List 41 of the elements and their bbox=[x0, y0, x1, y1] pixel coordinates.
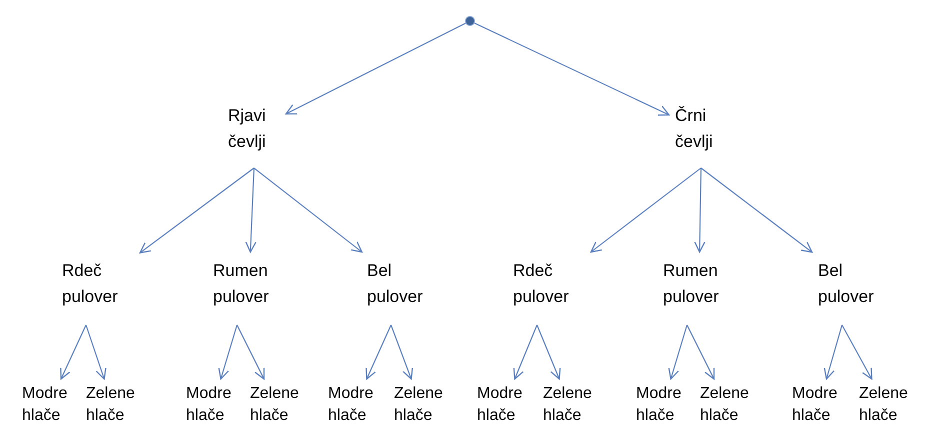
arrow bbox=[254, 168, 362, 253]
node-label: Zelene hlače bbox=[394, 384, 444, 426]
arrow bbox=[686, 324, 715, 380]
arrow bbox=[842, 324, 872, 380]
arrow bbox=[668, 324, 688, 380]
arrow bbox=[285, 22, 466, 114]
node-label: Zelene hlače bbox=[250, 384, 300, 426]
node-label: Zelene hlače bbox=[859, 384, 909, 426]
node-label: Zelene hlače bbox=[543, 384, 593, 426]
node-label: Modre hlače bbox=[636, 384, 682, 426]
node-label: Črni čevlji bbox=[675, 105, 714, 153]
arrow bbox=[390, 324, 414, 380]
arrow bbox=[366, 324, 392, 380]
node-label: Rdeč pulover bbox=[62, 260, 119, 308]
arrow bbox=[218, 324, 238, 380]
arrow bbox=[85, 324, 106, 380]
node-label: Zelene hlače bbox=[700, 384, 750, 426]
node-label: Modre hlače bbox=[477, 384, 524, 426]
arrow bbox=[590, 168, 702, 253]
arrow bbox=[139, 168, 254, 254]
node-label: Modre hlače bbox=[22, 384, 68, 426]
arrow bbox=[700, 168, 813, 253]
node-label: Rumen pulover bbox=[213, 260, 270, 308]
start-dot bbox=[465, 16, 475, 26]
node-label: Modre hlače bbox=[792, 384, 838, 426]
arrow bbox=[236, 324, 265, 380]
node-label: Rumen pulover bbox=[663, 260, 720, 308]
node-label: Bel pulover bbox=[367, 260, 424, 308]
arrow bbox=[513, 324, 538, 380]
node-label: Modre hlače bbox=[328, 384, 374, 426]
arrow bbox=[245, 168, 256, 253]
arrow bbox=[694, 168, 706, 253]
node-label: Zelene hlače bbox=[86, 384, 136, 426]
node-label: Bel pulover bbox=[818, 260, 875, 308]
arrow bbox=[474, 22, 670, 116]
node-label: Modre hlače bbox=[186, 384, 232, 426]
arrow bbox=[60, 324, 86, 380]
node-label: Rdeč pulover bbox=[513, 260, 570, 308]
arrow bbox=[536, 324, 561, 380]
arrow bbox=[824, 324, 843, 380]
node-label: Rjavi čevlji bbox=[228, 105, 267, 153]
